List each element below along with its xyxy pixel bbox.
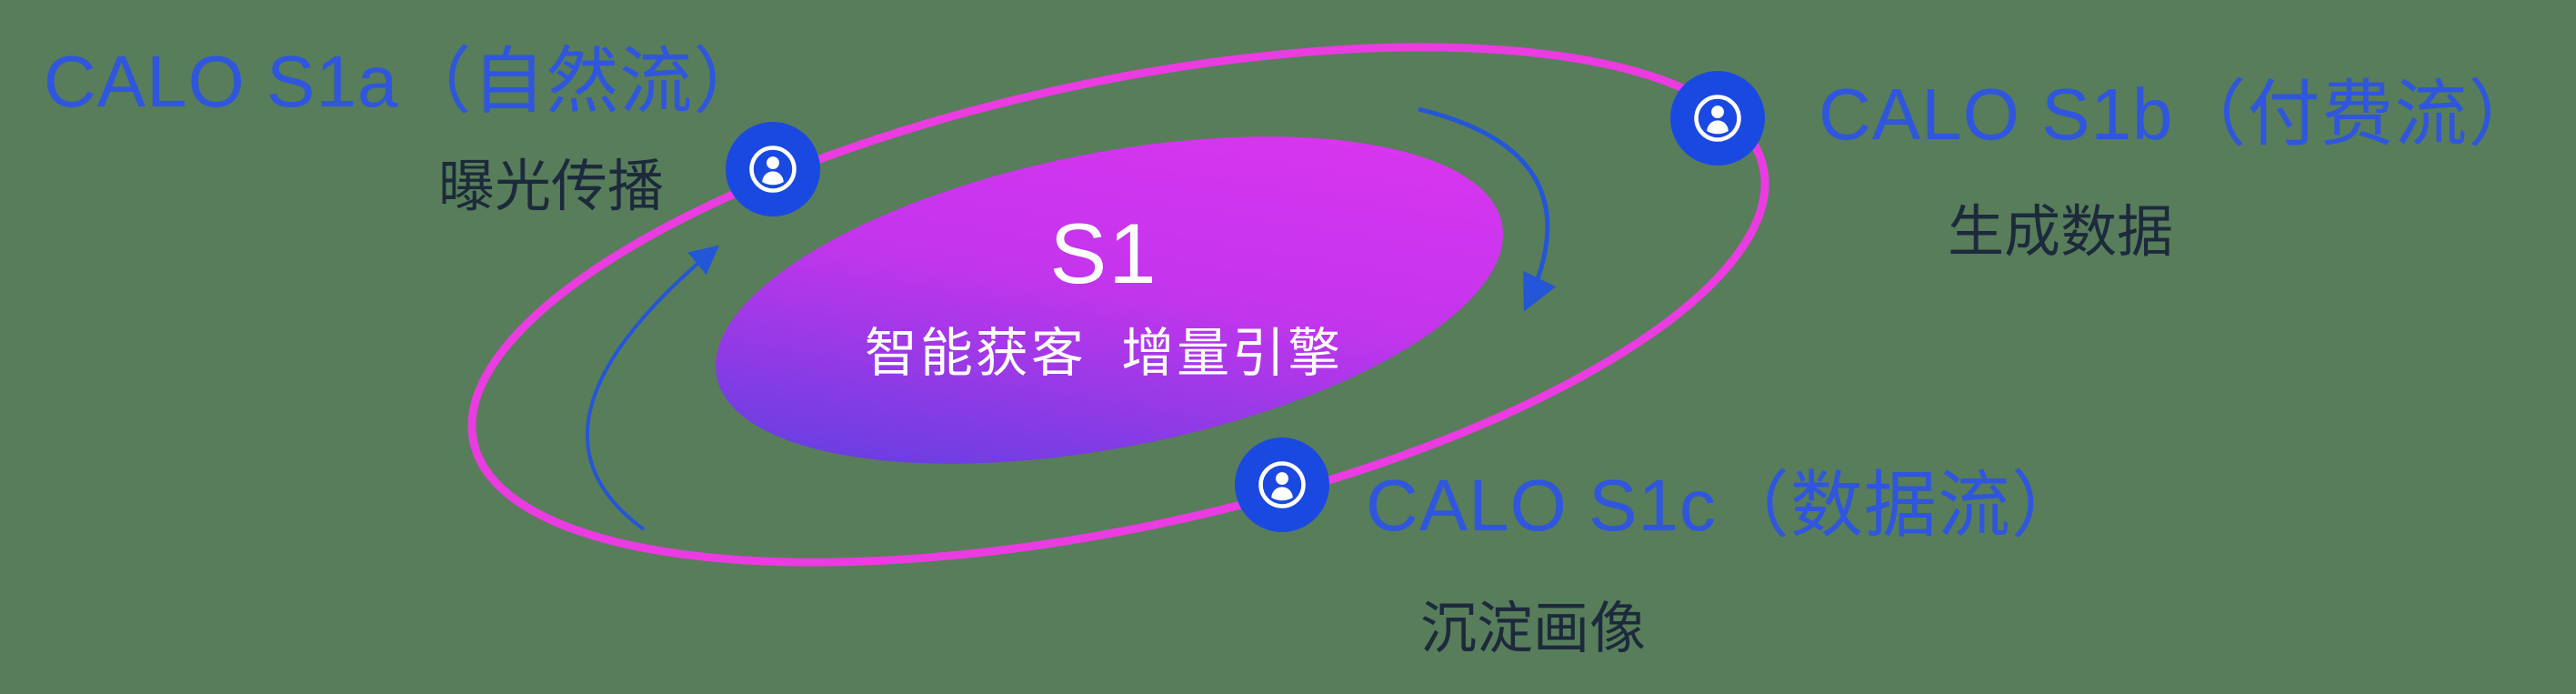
sublabel-s1c: 沉淀画像 bbox=[1420, 598, 1647, 660]
sublabel-s1b: 生成数据 bbox=[1948, 201, 2174, 264]
core-subtitle: 智能获客 增量引擎 bbox=[864, 324, 1344, 384]
flow-arrow-right bbox=[1418, 106, 1557, 312]
node-s1c bbox=[1235, 438, 1329, 532]
sublabel-s1a: 曝光传播 bbox=[438, 156, 665, 218]
core-label-group: S1 智能获客 增量引擎 bbox=[865, 205, 1343, 387]
orbit-ring bbox=[467, 43, 1769, 567]
user-circle-icon bbox=[1258, 461, 1306, 508]
label-s1c: CALO S1c（数据流） bbox=[1366, 465, 2085, 546]
node-s1b bbox=[1670, 71, 1765, 166]
node-s1a bbox=[726, 122, 820, 216]
user-circle-icon bbox=[749, 146, 797, 193]
core-ellipse bbox=[715, 136, 1504, 464]
label-s1a: CALO S1a（自然流） bbox=[44, 41, 767, 122]
flow-arrow-left bbox=[586, 245, 720, 531]
core-title: S1 bbox=[1049, 206, 1158, 301]
label-s1b: CALO S1b（付费流） bbox=[1819, 74, 2542, 155]
user-circle-icon bbox=[1694, 95, 1741, 142]
